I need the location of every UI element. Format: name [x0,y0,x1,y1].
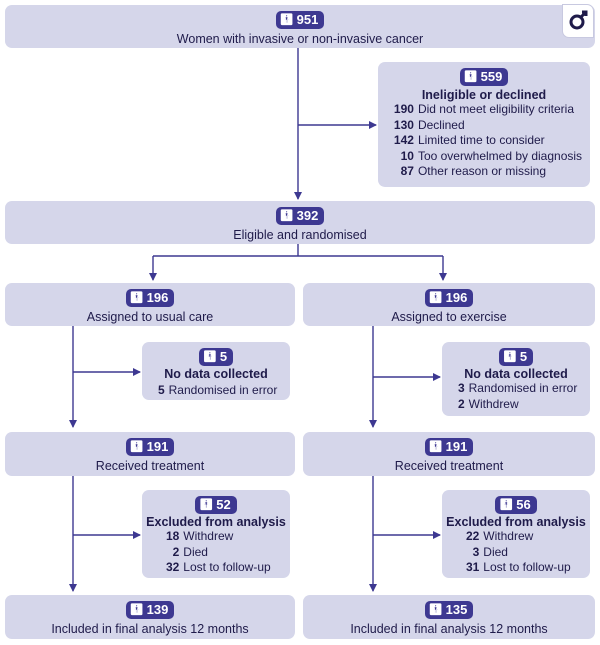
box-label: Eligible and randomised [233,228,367,242]
person-icon: 🚹︎ [428,604,443,616]
count-badge: 🚹︎191 [125,438,175,456]
count-badge: 🚹︎196 [424,289,474,307]
count-badge: 🚹︎196 [125,289,175,307]
box-all-women: 🚹︎951 Women with invasive or non-invasiv… [5,5,595,48]
person-icon: 🚹︎ [428,441,443,453]
count-badge: 🚹︎191 [424,438,474,456]
person-icon: 🚹︎ [129,292,144,304]
count-badge: 🚹︎392 [275,207,325,225]
count-badge: 🚹︎139 [125,601,175,619]
count-badge: 🚹︎56 [495,496,537,514]
box-exercise-assigned: 🚹︎196 Assigned to exercise [303,283,595,326]
person-icon: 🚹︎ [199,499,214,511]
box-usual-care-included: 🚹︎139 Included in final analysis 12 mont… [5,595,295,639]
count-badge: 🚹︎135 [424,601,474,619]
person-icon: 🚹︎ [202,351,217,363]
box-label: Received treatment [394,459,504,473]
box-eligible: 🚹︎392 Eligible and randomised [5,201,595,244]
count-badge: 🚹︎5 [198,348,234,366]
box-title: Excluded from analysis [446,515,586,529]
person-icon: 🚹︎ [279,210,294,222]
person-icon: 🚹︎ [129,604,144,616]
box-title: No data collected [164,367,268,381]
person-icon: 🚹︎ [279,14,294,26]
count-badge: 🚹︎951 [275,11,325,29]
box-title: Ineligible or declined [421,88,547,102]
box-label: Included in final analysis 12 months [51,622,249,636]
person-icon: 🚹︎ [428,292,443,304]
count-badge: 🚹︎5 [498,348,534,366]
connector-split [153,244,443,257]
person-icon: 🚹︎ [129,441,144,453]
box-label: Included in final analysis 12 months [350,622,548,636]
box-exercise-received: 🚹︎191 Received treatment [303,432,595,476]
box-label: Received treatment [95,459,205,473]
person-icon: 🚹︎ [463,71,478,83]
box-exercise-included: 🚹︎135 Included in final analysis 12 mont… [303,595,595,639]
box-usual-care-assigned: 🚹︎196 Assigned to usual care [5,283,295,326]
female-symbol-icon [562,4,594,38]
person-icon: 🚹︎ [502,351,517,363]
box-title: Excluded from analysis [146,515,286,529]
person-icon: 🚹︎ [499,499,514,511]
box-title: No data collected [464,367,568,381]
box-label: Women with invasive or non-invasive canc… [176,32,424,46]
count-badge: 🚹︎559 [459,68,509,86]
box-label: Assigned to exercise [391,310,507,324]
box-label: Assigned to usual care [86,310,214,324]
box-usual-care-received: 🚹︎191 Received treatment [5,432,295,476]
count-badge: 🚹︎52 [195,496,237,514]
